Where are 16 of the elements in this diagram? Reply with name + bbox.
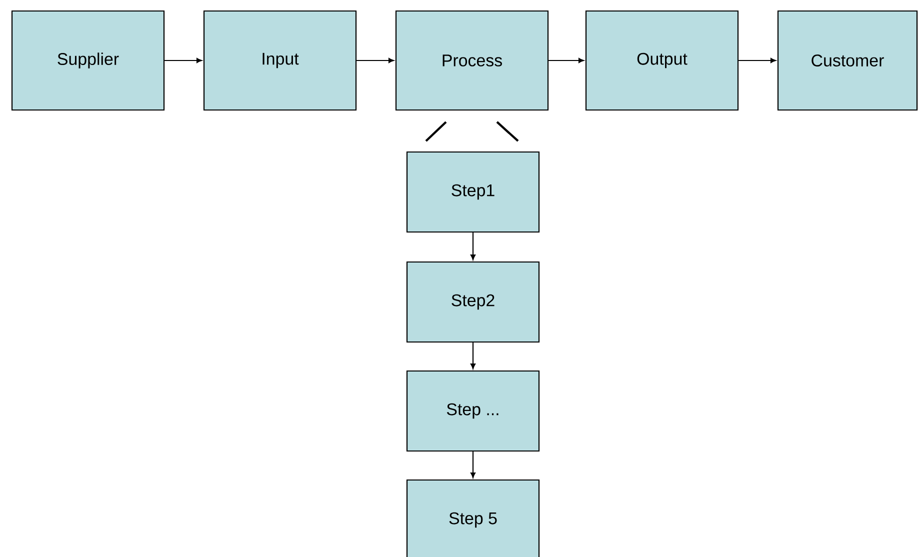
arrow [470, 342, 476, 369]
process-box: Step1 [406, 151, 540, 233]
process-box: Supplier [11, 10, 165, 111]
process-box: Step ... [406, 370, 540, 452]
process-box: Output [585, 10, 739, 111]
arrow [164, 58, 202, 63]
arrow [470, 232, 476, 260]
process-box: Step2 [406, 261, 540, 343]
arrow [356, 58, 394, 63]
process-box: Customer [777, 10, 918, 111]
process-box: Process [395, 10, 549, 111]
process-box: Input [203, 10, 357, 111]
arrow [548, 58, 584, 63]
arrow [470, 452, 476, 478]
process-box: Step 5 [406, 479, 540, 557]
arrow [738, 58, 776, 63]
